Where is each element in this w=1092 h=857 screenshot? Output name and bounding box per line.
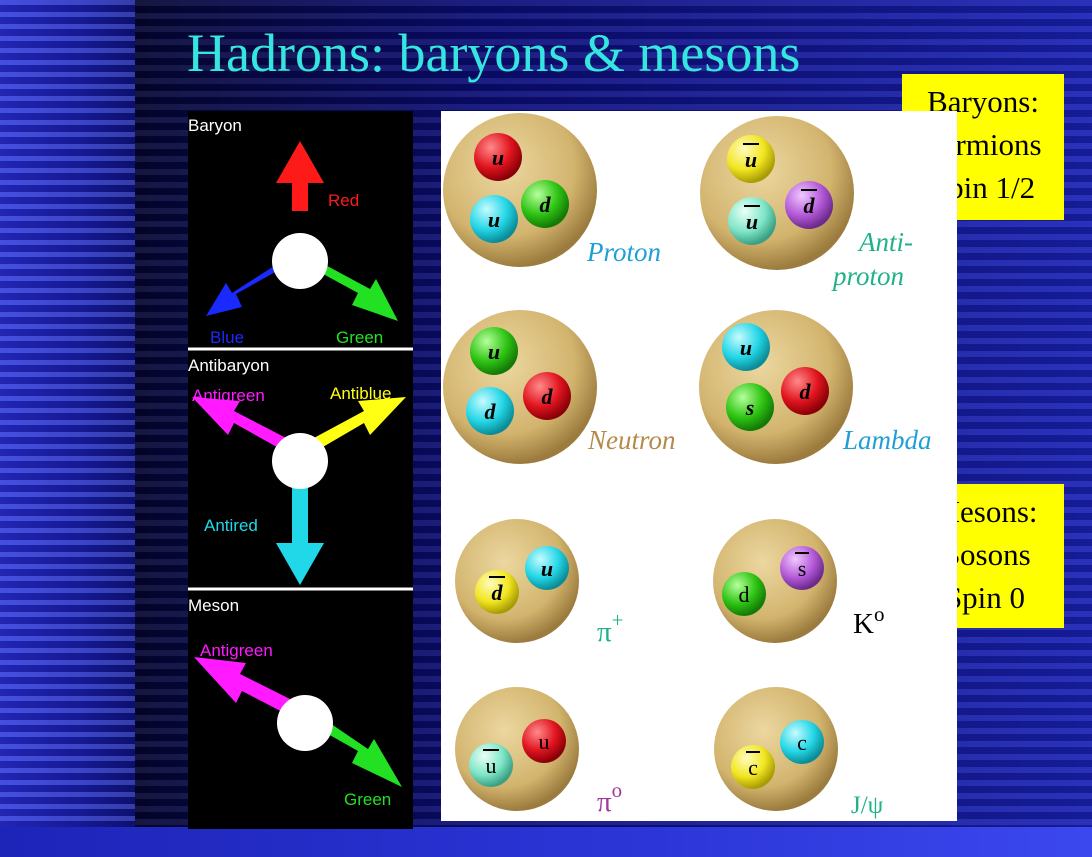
j-psi-quark-2-label: c xyxy=(797,730,807,755)
slide-title: Hadrons: baryons & mesons xyxy=(187,23,801,83)
meson-green-arrow xyxy=(312,715,402,787)
pi-zero-charge: o xyxy=(612,778,623,802)
label-blue: Blue xyxy=(210,328,244,347)
proton-quark-3-label: d xyxy=(540,192,552,217)
k-zero: d s Ko xyxy=(713,519,884,643)
j-psi-quark-1-label: c xyxy=(748,755,758,780)
label-red: Red xyxy=(328,191,359,210)
proton-shell xyxy=(443,113,597,267)
j-psi-label: J/ψ xyxy=(851,792,884,819)
pi-zero-label: πo xyxy=(597,778,622,818)
proton-quark-1-label: u xyxy=(492,145,504,170)
pi-plus-label: π+ xyxy=(597,608,624,648)
neutron-label: Neutron xyxy=(587,425,676,455)
antibaryon-heading: Antibaryon xyxy=(188,356,269,375)
color-charge-panel: Baryon Red Blue Green Antibaryon Antigre… xyxy=(188,111,413,829)
pi-zero: u u πo xyxy=(455,687,622,818)
lambda-quark-1 xyxy=(722,323,770,371)
baryon-heading: Baryon xyxy=(188,116,242,135)
green-arrow xyxy=(314,261,398,321)
label-green: Green xyxy=(336,328,383,347)
antiproton-quark-1-label: u xyxy=(745,147,757,172)
mesons-note-line-3: Spin 0 xyxy=(944,580,1026,615)
lambda-quark-3-label: d xyxy=(800,379,812,404)
label-antired: Antired xyxy=(204,516,258,535)
k-zero-quark-2 xyxy=(780,546,824,590)
antiproton-quark-2 xyxy=(728,197,776,245)
lambda-quark-2 xyxy=(726,383,774,431)
antired-arrow xyxy=(276,483,324,585)
label-antigreen: Antigreen xyxy=(192,386,265,405)
neutron-quark-3 xyxy=(523,372,571,420)
neutron-shell xyxy=(443,310,597,464)
k-zero-quark-1 xyxy=(722,572,766,616)
pi-zero-quark-1 xyxy=(469,743,513,787)
k-zero-quark-1-label: d xyxy=(739,582,750,607)
antiproton-quark-3 xyxy=(785,181,833,229)
j-psi-quark-1 xyxy=(731,745,775,789)
k-zero-quark-2-label: s xyxy=(798,556,807,581)
antiproton-shell xyxy=(700,116,854,270)
pi-plus-quark-2-label: u xyxy=(541,556,553,581)
label-antiblue: Antiblue xyxy=(330,384,391,403)
antiproton-quark-2-label: u xyxy=(746,209,758,234)
lambda-quark-2-label: s xyxy=(745,395,755,420)
meson-heading: Meson xyxy=(188,596,239,615)
meson-center-dot xyxy=(277,695,333,751)
proton-quark-2-label: u xyxy=(488,207,500,232)
antiproton-label-line-1: Anti- xyxy=(857,227,913,257)
lambda: u s d Lambda xyxy=(699,310,932,464)
antiproton-label-line-2: proton xyxy=(831,261,904,291)
neutron-quark-3-label: d xyxy=(542,384,554,409)
k-zero-symbol: K xyxy=(853,608,874,640)
lambda-label: Lambda xyxy=(842,425,932,455)
lambda-shell xyxy=(699,310,853,464)
blue-arrow xyxy=(206,261,286,316)
pi-plus-quark-2 xyxy=(525,546,569,590)
neutron-quark-2-label: d xyxy=(485,399,497,424)
pi-zero-symbol: π xyxy=(597,786,612,818)
bottom-decorative-band xyxy=(0,827,1092,857)
k-zero-label: Ko xyxy=(853,602,884,640)
pi-zero-quark-1-label: u xyxy=(486,753,497,778)
neutron-quark-2 xyxy=(466,387,514,435)
antiproton: u u d Anti- proton xyxy=(700,116,913,291)
proton-quark-1 xyxy=(474,133,522,181)
label-meson-green: Green xyxy=(344,790,391,809)
red-arrow xyxy=(276,141,324,211)
neutron-quark-1 xyxy=(470,327,518,375)
pi-plus-charge: + xyxy=(612,608,624,632)
neutron: u d d Neutron xyxy=(443,310,676,464)
pi-plus-symbol: π xyxy=(597,616,612,648)
j-psi-quark-2 xyxy=(780,720,824,764)
proton: u u d Proton xyxy=(443,113,661,267)
lambda-quark-3 xyxy=(781,367,829,415)
k-zero-charge: o xyxy=(874,602,885,626)
baryon-center-dot xyxy=(272,233,328,289)
neutron-quark-1-label: u xyxy=(488,339,500,364)
pi-plus: d u π+ xyxy=(455,519,624,648)
pi-plus-quark-1 xyxy=(475,570,519,614)
proton-quark-3 xyxy=(521,180,569,228)
j-psi: c c J/ψ xyxy=(714,687,884,819)
antiproton-quark-1 xyxy=(727,135,775,183)
label-meson-antigreen: Antigreen xyxy=(200,641,273,660)
antiblue-arrow xyxy=(312,397,406,451)
proton-quark-2 xyxy=(470,195,518,243)
antigreen-arrow xyxy=(192,397,288,451)
hadron-particles-panel: u u d Proton u u d Anti- proton u d d Ne… xyxy=(441,111,957,821)
lambda-quark-1-label: u xyxy=(740,335,752,360)
antibaryon-center-dot xyxy=(272,433,328,489)
pi-zero-quark-2-label: u xyxy=(539,729,550,754)
pi-zero-quark-2 xyxy=(522,719,566,763)
left-decorative-band xyxy=(0,0,135,857)
antiproton-quark-3-label: d xyxy=(804,193,816,218)
pi-plus-quark-1-label: d xyxy=(492,580,504,605)
meson-antigreen-arrow xyxy=(194,657,298,717)
proton-label: Proton xyxy=(586,237,661,267)
